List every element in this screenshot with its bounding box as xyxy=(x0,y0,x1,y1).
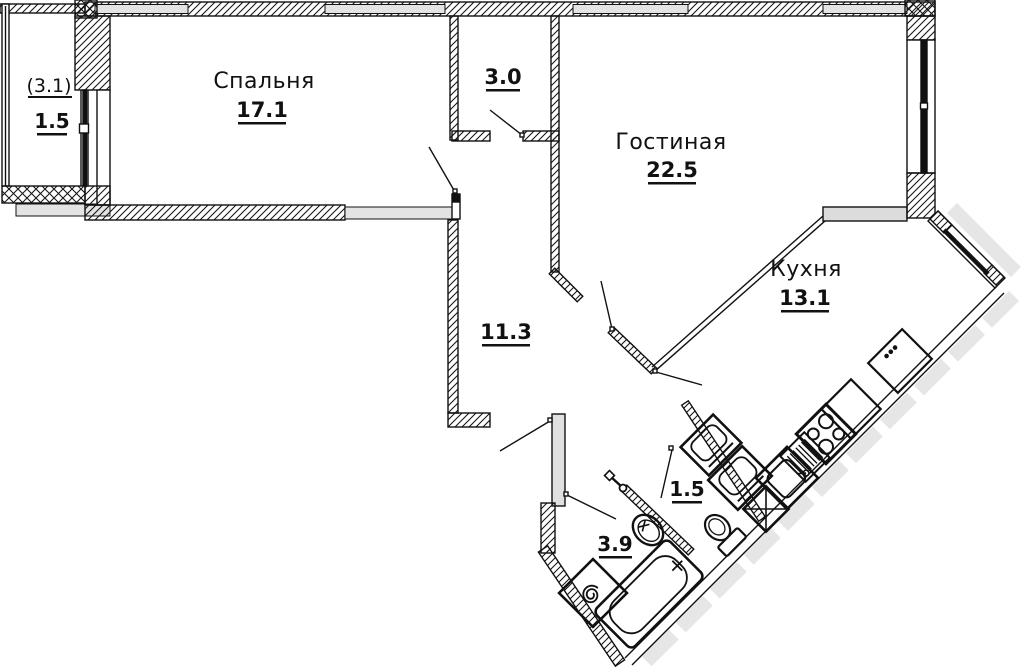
bath-fixtures xyxy=(557,469,747,649)
closet-area: 3.0 xyxy=(484,65,521,89)
balcony-area: 1.5 xyxy=(34,109,69,133)
closet-door xyxy=(489,109,523,136)
entrance-door xyxy=(499,420,551,452)
appliance-box-1 xyxy=(678,412,744,478)
appliance-box-2 xyxy=(706,444,774,512)
vent-duct xyxy=(741,484,791,534)
wc-area: 1.5 xyxy=(669,477,704,501)
living-name: Гостиная xyxy=(615,130,726,155)
hallway-area: 11.3 xyxy=(480,320,532,344)
dish-drainer xyxy=(778,430,832,484)
room-wc: 1.5 xyxy=(669,477,705,504)
living-door xyxy=(600,280,613,330)
stove xyxy=(794,402,858,466)
bathroom-area: 3.9 xyxy=(597,532,632,556)
room-bedroom: Спальня 17.1 xyxy=(213,69,314,125)
kitchen-door xyxy=(655,371,703,386)
room-living: Гостиная 22.5 xyxy=(615,130,726,185)
room-hallway: 11.3 xyxy=(480,320,532,347)
room-labels: (3.1) 1.5 Спальня 17.1 3.0 Гостиная 22.5… xyxy=(26,65,841,559)
bedroom-area: 17.1 xyxy=(236,98,288,122)
kitchen-name: Кухня xyxy=(770,257,842,282)
bathroom-door xyxy=(566,494,617,520)
wash-basin xyxy=(631,513,665,547)
room-closet: 3.0 xyxy=(484,65,522,92)
kitchen-area: 13.1 xyxy=(779,286,831,310)
bedroom-name: Спальня xyxy=(213,69,314,94)
room-bathroom: 3.9 xyxy=(597,532,633,559)
room-kitchen: Кухня 13.1 xyxy=(770,257,842,313)
balcony-area-total: (3.1) xyxy=(26,75,71,97)
counter-knobs xyxy=(866,327,934,395)
washing-machine xyxy=(557,557,629,629)
faucet xyxy=(603,469,628,493)
wc-door xyxy=(660,449,673,499)
kitchen-fixtures xyxy=(678,327,934,534)
exterior-trim xyxy=(635,203,1021,669)
bedroom-door xyxy=(428,146,456,193)
room-balcony: (3.1) 1.5 xyxy=(26,75,72,136)
counter xyxy=(819,377,883,441)
bathtub xyxy=(594,539,704,649)
toilet xyxy=(703,513,747,557)
living-area: 22.5 xyxy=(646,158,698,182)
doors xyxy=(428,109,703,520)
